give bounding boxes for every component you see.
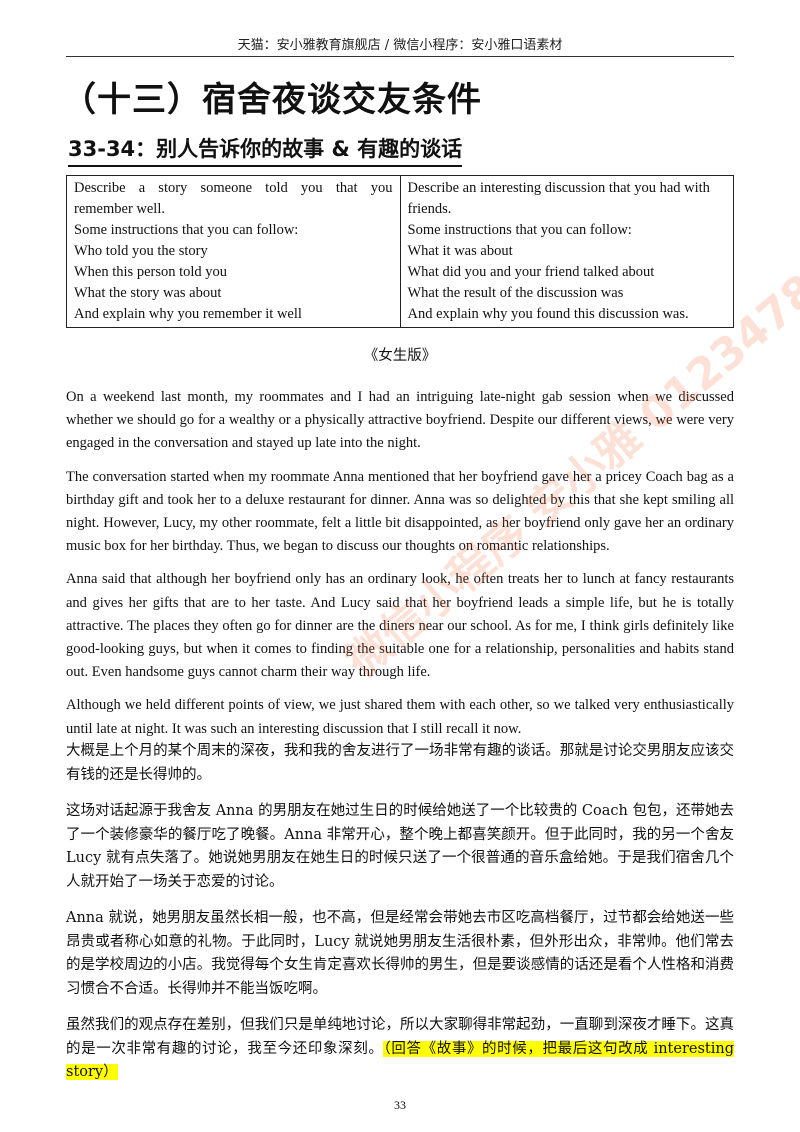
cue-left-line: Who told you the story <box>74 243 208 259</box>
version-label: 《女生版》 <box>363 348 437 364</box>
chinese-paragraph: Anna 就说，她男朋友虽然长相一般，也不高，但是经常会带她去市区吃高档餐厅，过… <box>66 910 734 997</box>
cue-right-line: And explain why you found this discussio… <box>407 306 689 322</box>
cue-right-line: friends. <box>407 201 452 217</box>
cue-right-line: What the result of the discussion was <box>407 285 624 301</box>
english-paragraph: Anna said that although her boyfriend on… <box>66 571 734 681</box>
cue-right-line: Describe an interesting discussion that … <box>407 180 710 196</box>
chinese-paragraph-text: 虽然我们的观点存在差别，但我们只是单纯地讨论，所以大家聊得非常起劲，一直聊到深夜… <box>66 1017 734 1057</box>
section-subtitle: 33-34：别人告诉你的故事 & 有趣的谈话 <box>68 133 463 167</box>
cue-card-left: Describe a story someone told you that y… <box>66 175 401 328</box>
chinese-translation: 大概是上个月的某个周末的深夜，我和我的舍友进行了一场非常有趣的谈话。那就是讨论交… <box>66 740 735 1098</box>
english-paragraph: On a weekend last month, my roommates an… <box>66 389 734 452</box>
chinese-paragraph: 这场对话起源于我舍友 Anna 的男朋友在她过生日的时候给她送了一个比较贵的 C… <box>66 803 734 890</box>
page-title: （十三）宿舍夜谈交友条件 <box>62 80 482 120</box>
english-paragraph: The conversation started when my roommat… <box>66 468 734 555</box>
cue-left-line: Some instructions that you can follow: <box>74 222 299 238</box>
page-header: 天猫：安小雅教育旗舰店 / 微信小程序：安小雅口语素材 <box>66 34 734 57</box>
cue-left-line: And explain why you remember it well <box>74 306 302 322</box>
cue-left-line: What the story was about <box>74 285 222 301</box>
cue-right-line: What did you and your friend talked abou… <box>407 264 655 280</box>
cue-right-line: Some instructions that you can follow: <box>407 222 632 238</box>
cue-card-table: Describe a story someone told you that y… <box>66 175 734 328</box>
cue-left-line: Describe a story someone told you that y… <box>74 180 393 196</box>
english-paragraph: Although we held different points of vie… <box>66 697 734 737</box>
chinese-paragraph: 大概是上个月的某个周末的深夜，我和我的舍友进行了一场非常有趣的谈话。那就是讨论交… <box>66 743 734 783</box>
cue-left-line: remember well. <box>74 201 165 217</box>
cue-right-line: What it was about <box>407 243 513 259</box>
chinese-paragraph: 虽然我们的观点存在差别，但我们只是单纯地讨论，所以大家聊得非常起劲，一直聊到深夜… <box>66 1014 735 1085</box>
cue-left-line: When this person told you <box>74 264 228 280</box>
page-number: 33 <box>394 1098 406 1112</box>
cue-card-right: Describe an interesting discussion that … <box>399 175 734 328</box>
english-answer: On a weekend last month, my roommates an… <box>66 386 734 751</box>
